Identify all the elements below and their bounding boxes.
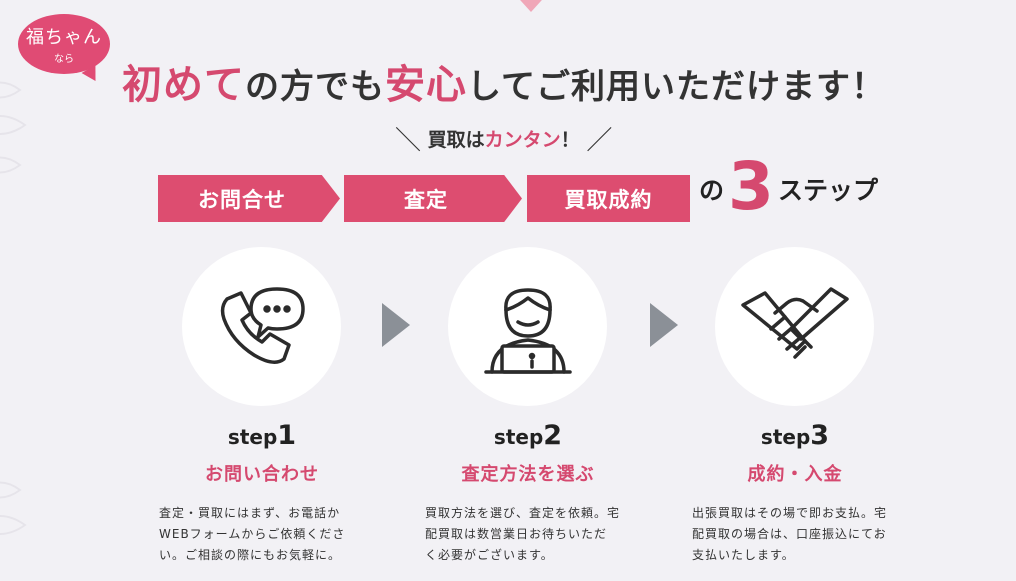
- subheadline: ＼ 買取はカンタン！ ／: [395, 120, 612, 157]
- flow-step-appraisal: 査定: [344, 175, 522, 222]
- step-label: step3: [680, 422, 910, 449]
- step-desc-line: い。ご相談の際にもお気軽に。: [159, 548, 342, 562]
- step-card: step3 成約・入金 出張買取はその場で即お支払。宅 配買取の場合は、口座振込…: [680, 422, 910, 566]
- step-word: step: [493, 425, 544, 449]
- phone-chat-icon: [220, 286, 305, 364]
- step-title: 成約・入金: [747, 464, 843, 485]
- step-desc-line: 支払いたします。: [692, 548, 795, 562]
- decorative-pattern-icon: [0, 481, 27, 535]
- step-word: step: [760, 425, 811, 449]
- step-desc-line: WEBフォームからご依頼くださ: [159, 527, 346, 541]
- chevron-right-icon: [650, 303, 678, 347]
- step-desc-line: 出張買取はその場で即お支払。宅: [692, 506, 888, 520]
- subheadline-accent: カンタン: [484, 129, 561, 151]
- step-desc-line: 配買取は数営業日お待ちいただ: [425, 527, 608, 541]
- step1-icon-circle: [182, 247, 341, 406]
- subheadline-text: 買取は: [427, 129, 485, 151]
- step-desc-line: 配買取の場合は、口座振込にてお: [692, 527, 887, 541]
- page-headline: 初めての方でも安心してご利用いただけます！: [122, 52, 886, 110]
- three-steps-number: 3: [728, 148, 774, 225]
- step-label: step2: [413, 422, 643, 449]
- flow-step-inquiry: お問合せ: [158, 175, 340, 222]
- step-number: 1: [277, 420, 297, 451]
- top-pointer-arrow: [511, 0, 551, 12]
- flow-step-contract: 買取成約: [527, 175, 690, 222]
- step-word: step: [227, 425, 278, 449]
- decorative-pattern-icon: [0, 81, 27, 174]
- step-description: 買取方法を選び、査定を依頼。宅 配買取は数営業日お待ちいただ く必要がございます…: [413, 503, 643, 566]
- step-description: 査定・買取にはまず、お電話か WEBフォームからご依頼くださ い。ご相談の際にも…: [147, 503, 377, 566]
- step-card: step2 査定方法を選ぶ 買取方法を選び、査定を依頼。宅 配買取は数営業日お待…: [413, 422, 643, 566]
- step-title: 査定方法を選ぶ: [461, 464, 595, 485]
- badge-main-text: 福ちゃん: [26, 27, 102, 48]
- step-title: お問い合わせ: [205, 464, 319, 485]
- step-number: 2: [543, 420, 563, 451]
- three-steps-suffix: ステップ: [777, 176, 878, 205]
- chevron-right-icon: [382, 303, 410, 347]
- step-description: 出張買取はその場で即お支払。宅 配買取の場合は、口座振込にてお 支払いたします。: [680, 503, 910, 566]
- step-card: step1 お問い合わせ 査定・買取にはまず、お電話か WEBフォームからご依頼…: [147, 422, 377, 566]
- step2-icon-circle: [448, 247, 607, 406]
- three-steps-prefix: の: [699, 176, 725, 205]
- slash-left: ＼: [395, 126, 422, 156]
- step-number: 3: [810, 420, 830, 451]
- headline-text: してご利用いただけます！: [467, 67, 886, 107]
- fukuchan-badge: 福ちゃん なら: [18, 14, 110, 74]
- step-label: step1: [147, 422, 377, 449]
- step-desc-line: 買取方法を選び、査定を依頼。宅: [425, 506, 621, 520]
- badge-sub-text: なら: [54, 54, 74, 65]
- subheadline-bang: ！: [560, 129, 580, 151]
- slash-right: ／: [586, 126, 613, 156]
- headline-accent-anshin: 安心: [385, 61, 467, 108]
- headline-accent-first: 初めて: [122, 61, 245, 108]
- step-desc-line: 査定・買取にはまず、お電話か: [159, 506, 341, 520]
- headline-text: の方でも: [245, 67, 385, 107]
- person-laptop-icon: [483, 287, 572, 374]
- step3-icon-circle: [715, 247, 874, 406]
- handshake-icon: [740, 286, 849, 359]
- step-desc-line: く必要がございます。: [425, 548, 554, 562]
